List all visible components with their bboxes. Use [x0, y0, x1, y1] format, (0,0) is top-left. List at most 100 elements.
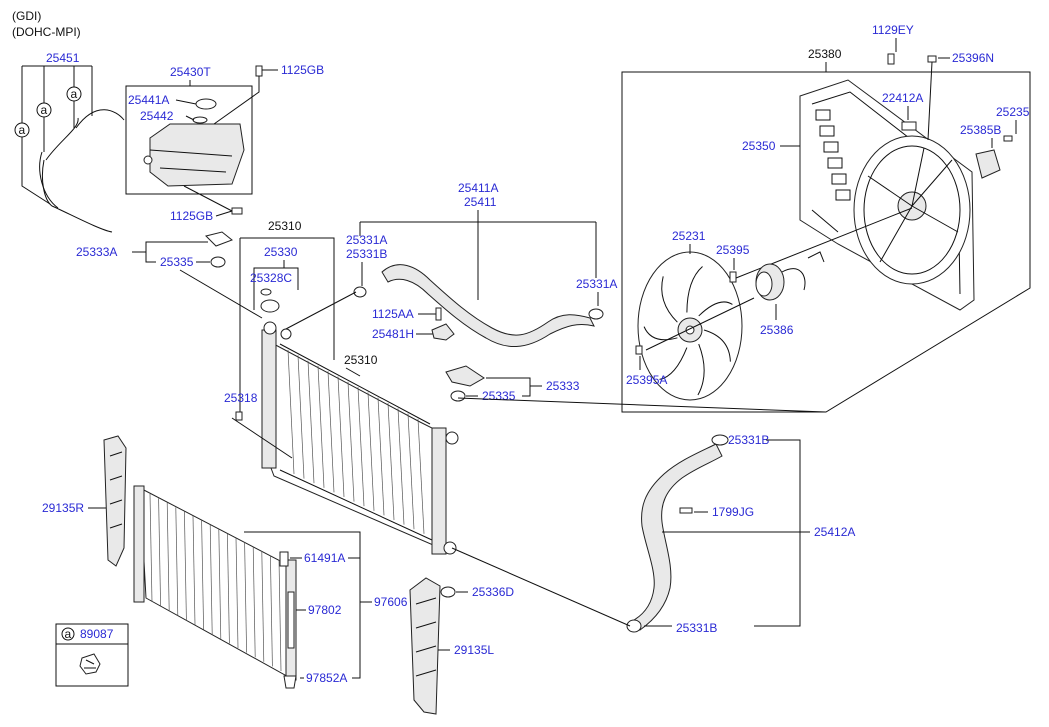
radiator-fin	[397, 408, 405, 525]
callout-25331a-right[interactable]: 25331A	[576, 277, 617, 291]
callout-1799jg[interactable]: 1799JG	[712, 505, 754, 519]
callout-25451[interactable]: 25451	[46, 51, 80, 65]
callout-97606[interactable]: 97606	[374, 595, 408, 609]
callout-25310-top[interactable]: 25310	[268, 219, 302, 233]
reservoir-group	[125, 65, 263, 215]
condenser-fin	[270, 555, 273, 667]
callout-25441a[interactable]: 25441A	[128, 93, 169, 107]
radiator-right-tank	[431, 427, 447, 555]
callout-22412a[interactable]: 22412A	[882, 91, 923, 105]
radiator-fin	[287, 349, 295, 475]
condenser-fin	[201, 520, 204, 630]
reservoir-cap	[195, 98, 217, 110]
svg-text:a: a	[41, 103, 48, 117]
callout-25318[interactable]: 25318	[224, 391, 258, 405]
callout-25386[interactable]: 25386	[760, 323, 794, 337]
callout-25385b[interactable]: 25385B	[960, 123, 1001, 137]
callout-25411[interactable]: 25411	[464, 195, 497, 209]
leader-1125gb-bottom	[183, 185, 233, 217]
bolt-1125gb-top	[255, 65, 263, 77]
reservoir-oring	[192, 116, 208, 124]
callout-25235[interactable]: 25235	[996, 105, 1030, 119]
callout-25331b-top[interactable]: 25331B	[728, 433, 769, 447]
hose-25451-b	[39, 151, 59, 209]
clip-89087-detail	[84, 659, 96, 669]
clip-1799jg	[679, 507, 693, 514]
radiator-fin	[357, 387, 365, 507]
callout-25442[interactable]: 25442	[140, 109, 174, 123]
callout-1125gb-top[interactable]: 1125GB	[281, 63, 324, 77]
callout-1125aa[interactable]: 1125AA	[372, 307, 414, 321]
callout-25336d[interactable]: 25336D	[472, 585, 514, 599]
radiator-fin	[317, 365, 325, 488]
motor-25386	[755, 251, 825, 301]
fan-blade	[659, 347, 688, 380]
callout-25481h[interactable]: 25481H	[372, 327, 414, 341]
callout-25335-left[interactable]: 25335	[160, 255, 194, 269]
callout-25412a[interactable]: 25412A	[814, 525, 855, 539]
plug-25318	[235, 411, 243, 421]
condenser-left-tank	[133, 485, 145, 603]
svg-text:a: a	[71, 87, 78, 101]
radiator-left-tank	[261, 329, 277, 469]
callout-29135r[interactable]: 29135R	[42, 501, 84, 515]
callout-25380[interactable]: 25380	[808, 47, 842, 61]
grommet-25335-right	[450, 390, 466, 402]
condenser-fin	[184, 511, 187, 621]
condenser-fin	[175, 507, 179, 616]
legend-code[interactable]: 89087	[80, 627, 114, 641]
callout-25430t[interactable]: 25430T	[170, 65, 211, 79]
callout-25331b-left[interactable]: 25331B	[346, 247, 387, 261]
svg-text:a: a	[19, 123, 26, 137]
callout-61491a[interactable]: 61491A	[304, 551, 345, 565]
legend-box	[55, 623, 129, 687]
fan-blade	[697, 343, 705, 396]
condenser-fin	[235, 537, 239, 649]
callout-97802[interactable]: 97802	[308, 603, 342, 617]
fitting-61491a	[279, 551, 289, 567]
bracket-25333	[445, 365, 485, 387]
callout-25328c[interactable]: 25328C	[250, 271, 292, 285]
callout-25335-right[interactable]: 25335	[482, 389, 516, 403]
callout-25396n[interactable]: 25396N	[952, 51, 994, 65]
callout-97852a[interactable]: 97852A	[306, 671, 347, 685]
callout-25310-mid[interactable]: 25310	[344, 353, 378, 367]
callout-25231[interactable]: 25231	[672, 229, 706, 243]
callout-29135l[interactable]: 29135L	[454, 643, 494, 657]
reservoir-box	[125, 85, 253, 195]
condenser-fin	[158, 498, 161, 607]
callout-25331b-bottom[interactable]: 25331B	[676, 621, 717, 635]
motor-wire	[781, 251, 825, 291]
callout-25333a[interactable]: 25333A	[76, 245, 117, 259]
leader-1125aa-25481h	[416, 313, 436, 335]
radiator-fin	[367, 392, 375, 511]
bolt-1125aa	[435, 307, 442, 321]
callout-25333[interactable]: 25333	[546, 379, 580, 393]
callout-25411a[interactable]: 25411A	[458, 181, 498, 195]
shroud-slot	[815, 109, 831, 121]
callout-25330[interactable]: 25330	[264, 245, 298, 259]
radiator-fin	[347, 381, 355, 502]
leader-25335-left-radiator	[179, 269, 263, 319]
leader-25333a	[132, 241, 210, 263]
air-guard-29135l-ribs	[415, 597, 437, 677]
callout-1125gb-bottom[interactable]: 1125GB	[170, 209, 213, 223]
clamp-25331-left	[353, 286, 367, 298]
condenser-fin	[278, 559, 282, 672]
screw-25235	[1003, 135, 1013, 142]
callout-25331a-left[interactable]: 25331A	[346, 233, 387, 247]
resistor-25385b	[975, 149, 1001, 179]
callout-25395[interactable]: 25395	[716, 243, 750, 257]
callout-25395a[interactable]: 25395A	[626, 373, 667, 387]
marker-a-1: a	[14, 122, 30, 138]
air-guard-29135l	[409, 577, 441, 715]
clip-89087-icon	[79, 653, 101, 675]
plug-97852a	[283, 675, 297, 689]
leader-25411	[359, 210, 597, 300]
callout-1129ey[interactable]: 1129EY	[872, 23, 914, 37]
reservoir-tank-ribs	[149, 149, 233, 173]
radiator-fin	[337, 376, 345, 498]
header-dohc-mpi: (DOHC-MPI)	[12, 25, 81, 39]
callout-25350[interactable]: 25350	[742, 139, 776, 153]
cap-25330	[260, 299, 280, 313]
